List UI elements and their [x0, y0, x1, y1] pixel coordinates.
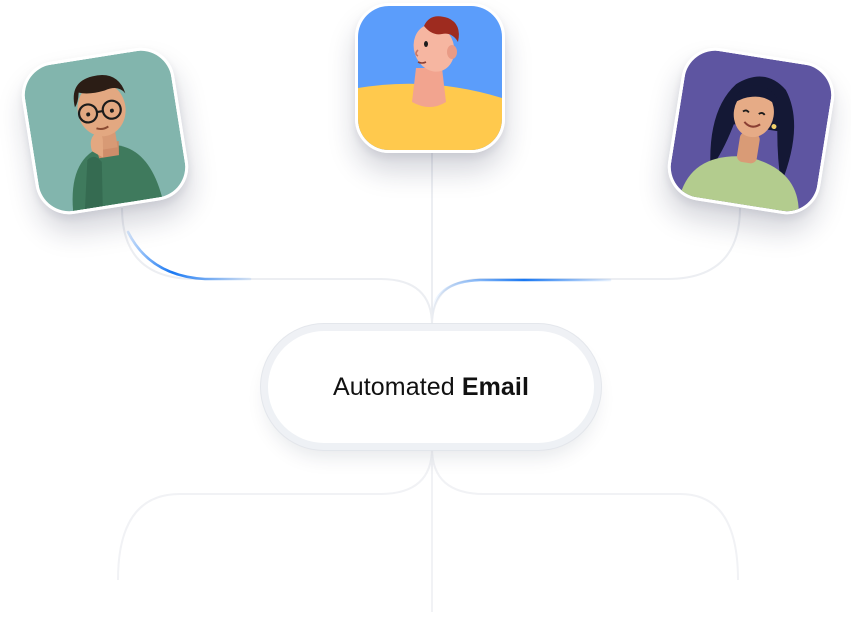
man-with-glasses-avatar: [16, 42, 194, 220]
connector-node-to-right-branch: [431, 447, 739, 581]
connector-left-to-node: [121, 207, 433, 326]
connector-right-active: [430, 278, 612, 320]
node-label-bold: Email: [461, 372, 530, 401]
automated-email-label: Automated Email: [333, 373, 529, 402]
connector-node-to-left-branch: [117, 447, 433, 581]
node-label-regular: Automated: [332, 372, 455, 401]
connector-left-active: [126, 230, 252, 281]
man-looking-up-avatar: [355, 3, 505, 153]
automated-email-node[interactable]: Automated Email: [268, 331, 594, 443]
connector-right-to-node: [431, 207, 741, 326]
woman-smiling-avatar: [662, 42, 840, 220]
